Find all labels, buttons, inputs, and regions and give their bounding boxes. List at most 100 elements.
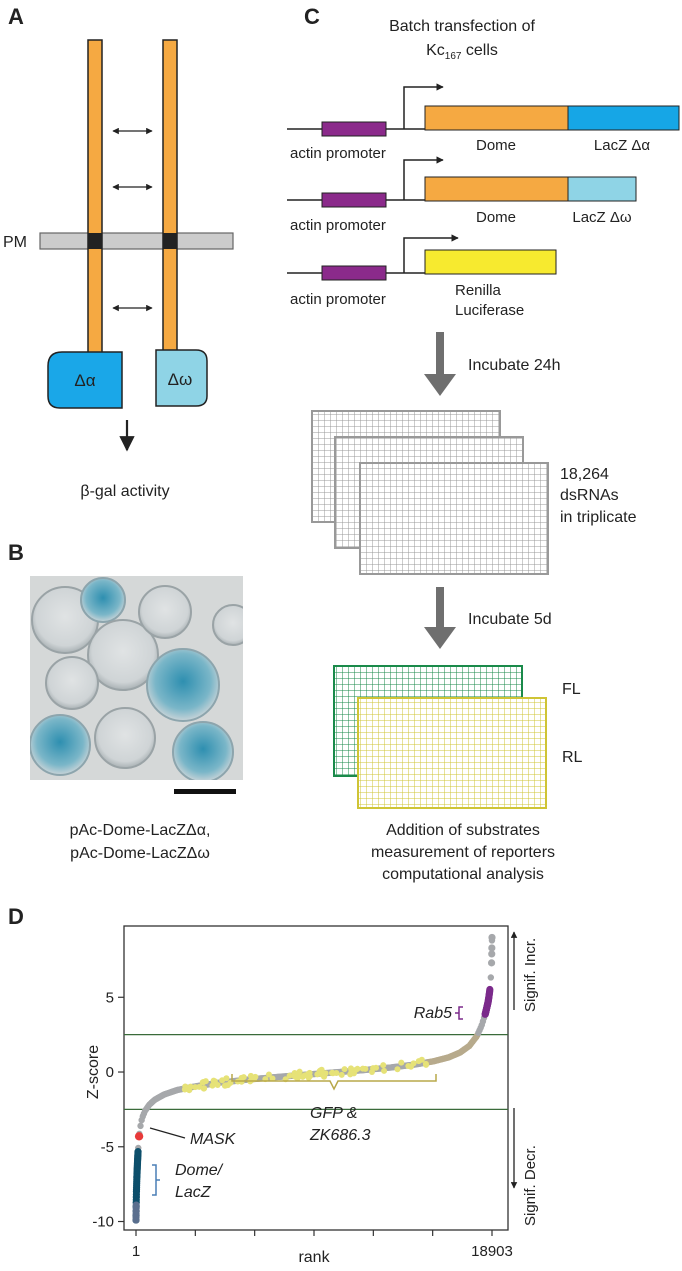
final-step-3: computational analysis [382, 866, 544, 883]
renilla-box [424, 249, 557, 275]
batch-title-2: Kc167 cells [426, 42, 498, 62]
lacz-alpha-box [567, 105, 680, 131]
dome-label-2: LacZ [175, 1184, 212, 1201]
rab5-bracket [455, 1006, 463, 1020]
panel-d-label: D [8, 904, 24, 929]
panel-a: A PM Δα Δω β-gal activity [3, 4, 234, 500]
data-point [137, 1122, 144, 1130]
gfp-zk-point [398, 1059, 405, 1066]
data-point [488, 950, 496, 958]
dsrna-label: dsRNAs [560, 487, 619, 504]
gfp-zk-point [210, 1077, 217, 1084]
actin-promoter-box-2 [321, 192, 387, 208]
panel-b-label: B [8, 540, 24, 565]
y-tick-label: 0 [106, 1064, 114, 1081]
batch-title-1: Batch transfection of [389, 18, 535, 35]
dome-lacz-point [132, 1201, 140, 1209]
delta-omega-label: Δω [168, 370, 193, 389]
lacz-alpha-label: LacZ Δα [594, 137, 651, 154]
pm-label: PM [3, 234, 27, 251]
gfp-zk-point [405, 1062, 412, 1069]
scale-bar [174, 789, 236, 794]
gfp-zk-point [422, 1060, 429, 1067]
transcription-start-3 [403, 234, 459, 273]
lacz-omega-label: LacZ Δω [572, 209, 632, 226]
gfp-label-2: ZK686.3 [309, 1127, 371, 1144]
gfp-zk-point [199, 1079, 206, 1086]
data-point [487, 959, 496, 967]
incubate-arrow-2-head [424, 627, 456, 649]
transcription-start-2 [403, 156, 444, 200]
gfp-zk-point [306, 1069, 313, 1076]
gfp-zk-point [265, 1071, 272, 1078]
dsrna-plates [311, 410, 549, 575]
gfp-zk-point [394, 1066, 401, 1073]
gfp-bracket [231, 1074, 437, 1091]
y-axis-label: Z-score [85, 1045, 102, 1099]
panel-b: B pAc-Dome-LacZΔα, pAc-Dome-LacZΔω [8, 540, 243, 862]
y-tick-label: -10 [92, 1214, 114, 1231]
x-axis-label: rank [298, 1249, 330, 1266]
gfp-zk-point [354, 1065, 361, 1072]
triplicate-label: in triplicate [560, 509, 637, 526]
incubate-24h-label: Incubate 24h [468, 357, 561, 374]
dome-receptor-right [162, 39, 178, 357]
construct-caption-2: pAc-Dome-LacZΔω [70, 845, 210, 862]
transmembrane-left [88, 233, 102, 249]
actin-promoter-box-3 [321, 265, 387, 281]
gfp-zk-point [296, 1068, 303, 1075]
construct-1: actin promoter Dome LacZ Δα [287, 83, 680, 162]
gfp-label-1: GFP & [310, 1105, 357, 1122]
renilla-label-2: Luciferase [455, 302, 524, 319]
gfp-zk-point [415, 1058, 422, 1065]
gfp-zk-point [329, 1069, 336, 1076]
x-tick-label: 1 [132, 1243, 140, 1260]
gfp-zk-point [381, 1067, 388, 1074]
gfp-zk-point [380, 1062, 387, 1069]
transmembrane-right [163, 233, 177, 249]
gfp-zk-point [238, 1078, 245, 1085]
gfp-zk-point [269, 1075, 276, 1082]
plasma-membrane [39, 232, 234, 250]
y-axis: 50-5-10 [92, 989, 124, 1231]
gfp-zk-point [187, 1083, 194, 1090]
gfp-zk-point [182, 1083, 189, 1090]
gfp-zk-point [301, 1072, 308, 1079]
gfp-zk-point [370, 1065, 377, 1072]
gfp-zk-point [221, 1082, 228, 1089]
signif-incr-label: Signif. Incr. [522, 938, 539, 1012]
dome-bracket [152, 1164, 160, 1196]
incubate-arrow-1-head [424, 374, 456, 396]
panel-a-label: A [8, 4, 24, 29]
dome-receptor-left [87, 39, 103, 357]
gfp-zk-point [410, 1060, 417, 1067]
fl-label: FL [562, 681, 581, 698]
plot-frame [123, 925, 509, 1231]
final-step-2: measurement of reporters [371, 844, 555, 861]
rl-label: RL [562, 749, 583, 766]
delta-alpha-label: Δα [74, 371, 95, 390]
rl-plate [357, 697, 547, 809]
gfp-zk-point [286, 1072, 293, 1079]
micrograph [30, 576, 243, 780]
dsrna-count: 18,264 [560, 466, 609, 483]
mask-point [134, 1132, 144, 1141]
panel-c-label: C [304, 4, 320, 29]
gfp-zk-point [201, 1085, 208, 1092]
promoter-label-3: actin promoter [290, 291, 386, 308]
dome-box-1 [424, 105, 569, 131]
beta-gal-label: β-gal activity [80, 483, 169, 500]
construct-3: actin promoter Renilla Luciferase [287, 234, 557, 319]
lacz-delta-alpha-domain [47, 351, 123, 409]
data-points [132, 933, 496, 1224]
y-tick-label: -5 [101, 1139, 114, 1156]
dome-label-2: Dome [476, 209, 516, 226]
gfp-zk-point [219, 1077, 226, 1084]
data-point [488, 933, 496, 942]
lacz-omega-box [567, 176, 637, 202]
gfp-zk-point [348, 1068, 355, 1075]
lacz-delta-omega-domain [155, 349, 208, 407]
